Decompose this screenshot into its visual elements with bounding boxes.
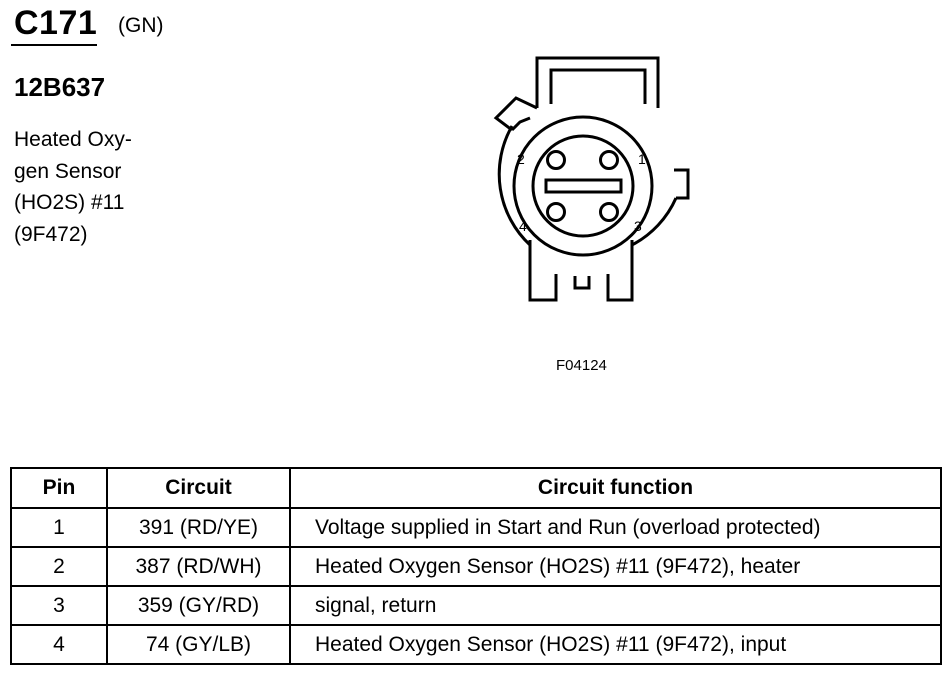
- component-name-line: gen Sensor: [14, 159, 122, 183]
- circuit-cell: 391 (RD/YE): [106, 507, 291, 548]
- connector-bottom-key: [573, 276, 591, 290]
- pin-4-label: 4: [519, 218, 527, 234]
- connector-housing-outer: [497, 125, 678, 247]
- connector-right-key: [674, 168, 690, 200]
- connector-face-diagram: 2 1 4 3: [493, 56, 690, 302]
- function-cell: Heated Oxygen Sensor (HO2S) #11 (9F472),…: [289, 624, 942, 665]
- pin-3-socket: [599, 202, 619, 222]
- table-row: 1 391 (RD/YE) Voltage supplied in Start …: [10, 507, 942, 548]
- connector-key-notch: [493, 96, 538, 132]
- connector-lock-tab-outer: [535, 56, 660, 108]
- table-row: 3 359 (GY/RD) signal, return: [10, 585, 942, 626]
- circuit-cell: 359 (GY/RD): [106, 585, 291, 626]
- pin-2-label: 2: [517, 151, 525, 167]
- pin-cell: 2: [10, 546, 108, 587]
- pin-1-socket: [599, 150, 619, 170]
- connector-pin-field: [531, 134, 635, 238]
- component-name-line: Heated Oxy-: [14, 128, 132, 151]
- header-circuit: Circuit: [106, 467, 291, 509]
- function-cell: Voltage supplied in Start and Run (overl…: [289, 507, 942, 548]
- component-name-line: (9F472): [14, 222, 88, 246]
- circuit-cell: 387 (RD/WH): [106, 546, 291, 587]
- circuit-cell: 74 (GY/LB): [106, 624, 291, 665]
- header-circuit-function: Circuit function: [289, 467, 942, 509]
- pin-circuit-table: Pin Circuit Circuit function 1 391 (RD/Y…: [10, 467, 942, 665]
- component-name-line: (HO2S) #11: [14, 191, 125, 214]
- connector-id-underline: [11, 44, 97, 46]
- figure-id: F04124: [556, 357, 607, 374]
- table-header-row: Pin Circuit Circuit function: [10, 467, 942, 509]
- pin-cell: 4: [10, 624, 108, 665]
- table-row: 4 74 (GY/LB) Heated Oxygen Sensor (HO2S)…: [10, 624, 942, 665]
- table-row: 2 387 (RD/WH) Heated Oxygen Sensor (HO2S…: [10, 546, 942, 587]
- pin-4-socket: [546, 202, 566, 222]
- connector-color-code: (GN): [118, 14, 164, 37]
- connector-bottom-latch-right: [606, 240, 634, 302]
- connector-center-key: [544, 178, 623, 194]
- pin-cell: 1: [10, 507, 108, 548]
- function-cell: Heated Oxygen Sensor (HO2S) #11 (9F472),…: [289, 546, 942, 587]
- pin-2-socket: [546, 150, 566, 170]
- pin-cell: 3: [10, 585, 108, 626]
- connector-bottom-latch-left: [528, 240, 558, 302]
- connector-lock-tab-inner: [549, 68, 647, 104]
- function-cell: signal, return: [289, 585, 942, 626]
- component-name: Heated Oxy- gen Sensor (HO2S) #11 (9F472…: [14, 124, 132, 250]
- header-pin: Pin: [10, 467, 108, 509]
- part-number: 12B637: [14, 72, 106, 102]
- connector-inner-ring: [512, 115, 654, 257]
- pin-1-label: 1: [638, 151, 646, 167]
- connector-id: C171: [14, 4, 98, 42]
- pin-3-label: 3: [634, 218, 642, 234]
